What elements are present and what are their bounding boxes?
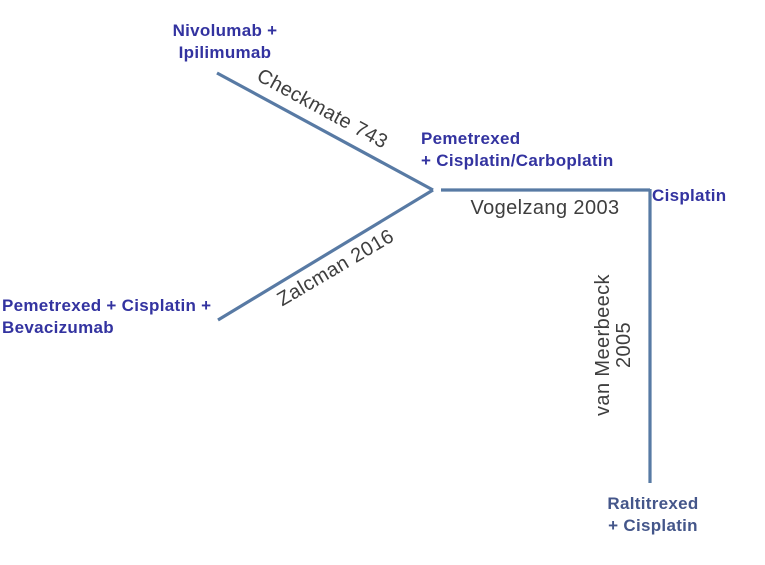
edge-zalcman-2016-line [217,188,434,322]
node-cisplatin: Cisplatin [652,185,727,207]
node-label-line: Pemetrexed + Cisplatin + [2,296,212,315]
node-label-line: Nivolumab + [172,21,278,40]
study-label-van-meerbeeck-2005: van Meerbeeck 2005 [592,270,635,420]
node-pemetrexed-cisplatin-carboplatin: Pemetrexed + Cisplatin/Carboplatin [421,128,614,172]
edge-checkmate-743-line [216,71,434,192]
node-label-line: Cisplatin [652,186,727,205]
node-label-line: + Cisplatin/Carboplatin [421,151,614,170]
study-label-line: van Meerbeeck [592,274,614,416]
node-label-line: Pemetrexed [421,129,521,148]
study-label-line: 2005 [613,321,635,369]
node-pemetrexed-cisplatin-bevacizumab: Pemetrexed + Cisplatin + Bevacizumab [2,295,211,339]
node-label-line: + Cisplatin [608,516,698,535]
node-raltitrexed-cisplatin: Raltitrexed + Cisplatin [578,493,728,537]
node-label-line: Bevacizumab [2,318,114,337]
node-label-line: Raltitrexed [607,494,699,513]
node-label-line: Ipilimumab [178,43,272,62]
node-nivolumab-ipilimumab: Nivolumab + Ipilimumab [140,20,310,64]
study-label-vogelzang-2003: Vogelzang 2003 [470,197,620,219]
